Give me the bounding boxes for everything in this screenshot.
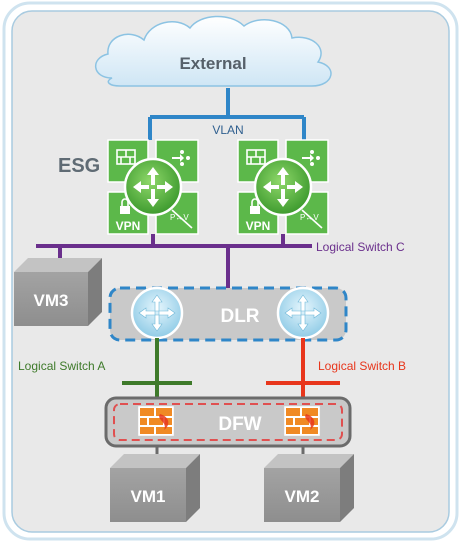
vm1-box[interactable]	[110, 454, 200, 522]
esg-device-1[interactable]: VPN P↔V	[107, 139, 199, 235]
vm2-label: VM2	[285, 487, 320, 506]
vm3-box[interactable]	[14, 258, 102, 326]
esg-device-2[interactable]: VPN P↔V	[237, 139, 329, 235]
vm2-box[interactable]	[264, 454, 354, 522]
dlr-label: DLR	[220, 306, 259, 327]
dlr-router-icon	[130, 286, 184, 340]
logical-switch-a-label: Logical Switch A	[18, 359, 105, 373]
esg-router-icon	[253, 157, 313, 217]
cloud-label: External	[179, 54, 246, 73]
cloud-icon	[95, 15, 332, 87]
vm3-label: VM3	[34, 291, 69, 310]
dfw-firewall-icon	[137, 405, 175, 437]
dlr-router-icon	[276, 286, 330, 340]
vpn-label: VPN	[246, 219, 271, 233]
dfw-label: DFW	[218, 414, 261, 435]
vlan-network	[148, 88, 306, 140]
logical-switch-c-label: Logical Switch C	[316, 240, 405, 254]
dfw-inner-border	[113, 403, 343, 441]
vm1-label: VM1	[131, 487, 166, 506]
logical-switch-b-label: Logical Switch B	[318, 359, 406, 373]
vlan-label: VLAN	[212, 123, 243, 137]
esg-label: ESG	[58, 155, 100, 177]
vpn-label: VPN	[116, 219, 141, 233]
dfw-firewall-icon	[283, 405, 321, 437]
esg-router-icon	[123, 157, 183, 217]
